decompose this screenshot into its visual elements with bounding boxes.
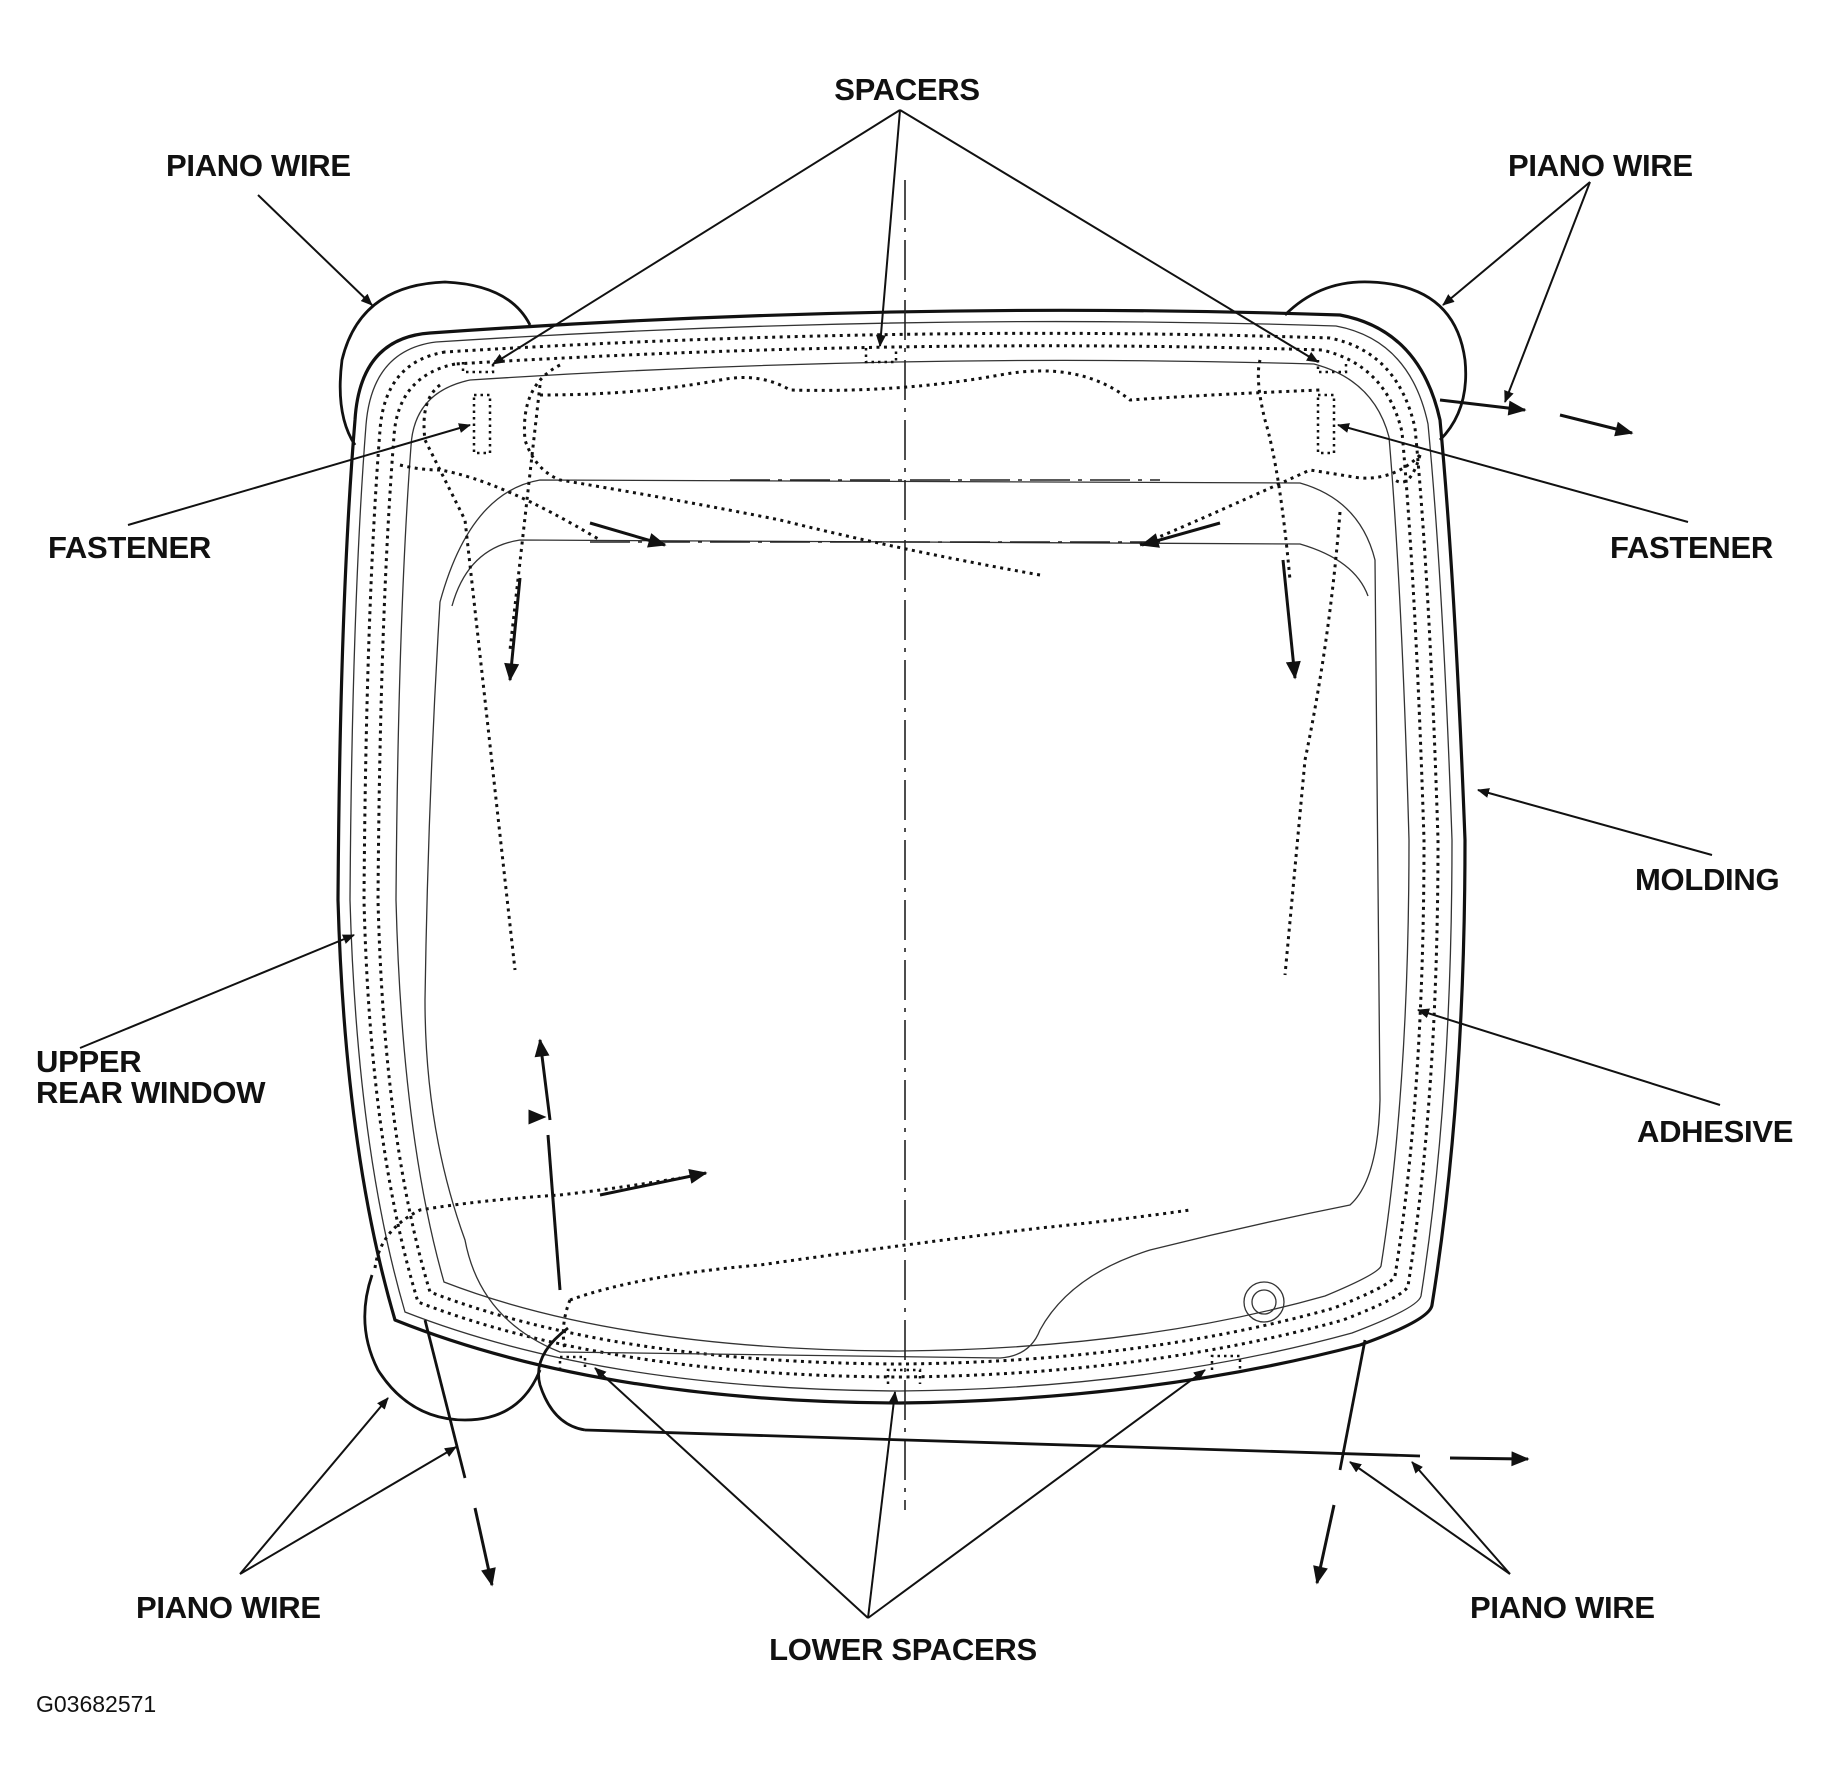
- adhesive-bead-inner: [376, 344, 1426, 1366]
- leader-lower-spacers-right: [867, 1369, 1206, 1619]
- lower-spacer-center: [886, 1368, 922, 1384]
- figure-code: G03682571: [36, 1691, 156, 1717]
- leader-adhesive: [1417, 1008, 1721, 1106]
- lower-spacer-left: [558, 1355, 587, 1370]
- leader-spacers-left: [492, 109, 901, 365]
- label-fastener-right: FASTENER: [1610, 530, 1773, 565]
- wire-path-tr-4: [1394, 454, 1422, 484]
- wiper-hole-outer: [1243, 1281, 1285, 1323]
- label-piano-wire-bottom-right: PIANO WIRE: [1470, 1590, 1655, 1625]
- fastener-left-mark: [472, 393, 492, 455]
- leader-fastener-left: [127, 423, 471, 526]
- wire-path-tr-2: [1139, 453, 1422, 547]
- piano-wire-top-left-loop: [338, 280, 532, 446]
- defroster-area-outline: [424, 479, 1381, 1359]
- arrow-right-inward: [1140, 521, 1221, 548]
- wire-path-tr-3: [1283, 511, 1342, 976]
- piano-wire-bottom-left-2: [537, 1326, 586, 1432]
- label-fastener-left: FASTENER: [48, 530, 211, 565]
- leader-piano-wire-br-2: [1411, 1461, 1511, 1575]
- arrow-top-right-out-2: [1559, 413, 1634, 437]
- cutting-direction-arrows: [473, 398, 1634, 1587]
- wire-path-tr-1: [1256, 359, 1292, 581]
- label-lower-spacers: LOWER SPACERS: [769, 1632, 1037, 1667]
- leader-piano-wire-tr-1: [1442, 181, 1591, 306]
- wire-left-up-strand: [546, 1134, 562, 1291]
- arrow-top-right-out-1: [1439, 398, 1527, 416]
- wire-path-tl-4: [422, 383, 517, 971]
- leader-lower-spacers-center: [867, 1391, 899, 1619]
- piano-wire-top-right-loop: [1284, 280, 1468, 441]
- wire-path-top-edge: [539, 369, 1321, 402]
- adhesive-bead-outer: [362, 331, 1440, 1379]
- leader-piano-wire-bl-1: [239, 1397, 389, 1575]
- wire-path-tl-3: [399, 463, 601, 542]
- label-upper: UPPER: [36, 1044, 141, 1079]
- label-piano-wire-top-left: PIANO WIRE: [166, 148, 351, 183]
- arrow-bottom-right-down: [1313, 1504, 1336, 1585]
- leader-molding: [1477, 788, 1713, 856]
- molding-line-2: [395, 359, 1410, 1352]
- arrow-right-down: [1281, 559, 1301, 680]
- label-piano-wire-bottom-left: PIANO WIRE: [136, 1590, 321, 1625]
- wire-path-bl-2: [569, 1208, 1191, 1302]
- fastener-right-mark: [1316, 393, 1336, 455]
- label-rear-window: REAR WINDOW: [36, 1075, 266, 1110]
- label-spacers: SPACERS: [834, 72, 979, 107]
- label-molding: MOLDING: [1635, 862, 1779, 897]
- leader-piano-wire-tl: [257, 194, 373, 306]
- callout-labels: SPACERS PIANO WIRE PIANO WIRE FASTENER F…: [36, 72, 1793, 1717]
- arrow-left-up: [534, 1038, 552, 1121]
- spacer-top-right: [1316, 360, 1348, 374]
- leader-spacers-center: [875, 109, 901, 347]
- arrow-left-down: [504, 577, 522, 682]
- glass-outer-edge: [336, 308, 1467, 1405]
- spacers-group: [461, 348, 1348, 1384]
- leader-piano-wire-tr-2: [1504, 181, 1591, 403]
- upper-inner-arc: [451, 539, 1369, 607]
- wire-path-tl-1: [522, 363, 1041, 577]
- arrow-bottom-inward: [599, 1169, 708, 1197]
- leader-lower-spacers-left: [594, 1367, 869, 1619]
- arrow-bottom-right-out: [1449, 1451, 1530, 1467]
- arrow-bottom-left-down: [473, 1507, 496, 1587]
- label-piano-wire-top-right: PIANO WIRE: [1508, 148, 1693, 183]
- spacer-top-center: [864, 348, 898, 364]
- label-adhesive: ADHESIVE: [1637, 1114, 1793, 1149]
- piano-wire-bottom-right-strand: [1338, 1339, 1367, 1471]
- wire-path-bl-1: [373, 1176, 681, 1269]
- arrow-left-inward: [589, 521, 667, 548]
- leader-fastener-right: [1337, 423, 1689, 523]
- leader-upper-rear-window: [79, 934, 355, 1049]
- leader-spacers-right: [899, 109, 1319, 363]
- leader-lines: [79, 109, 1721, 1619]
- piano-wire-paths: [338, 280, 1468, 1479]
- piano-wire-bottom-left-loop: [363, 1274, 542, 1422]
- piano-wire-bottom-left-strand: [423, 1319, 467, 1479]
- window-glass: [336, 180, 1467, 1510]
- wiper-hole-inner: [1251, 1289, 1277, 1315]
- wire-path-bl-3: [561, 1299, 572, 1351]
- molding-line-1: [349, 320, 1453, 1392]
- leader-piano-wire-bl-2: [239, 1446, 457, 1575]
- piano-wire-bottom-strand: [584, 1428, 1421, 1458]
- lower-spacer-right: [1210, 1354, 1242, 1370]
- wire-path-tl-2: [508, 384, 542, 651]
- leader-piano-wire-br-1: [1349, 1461, 1511, 1575]
